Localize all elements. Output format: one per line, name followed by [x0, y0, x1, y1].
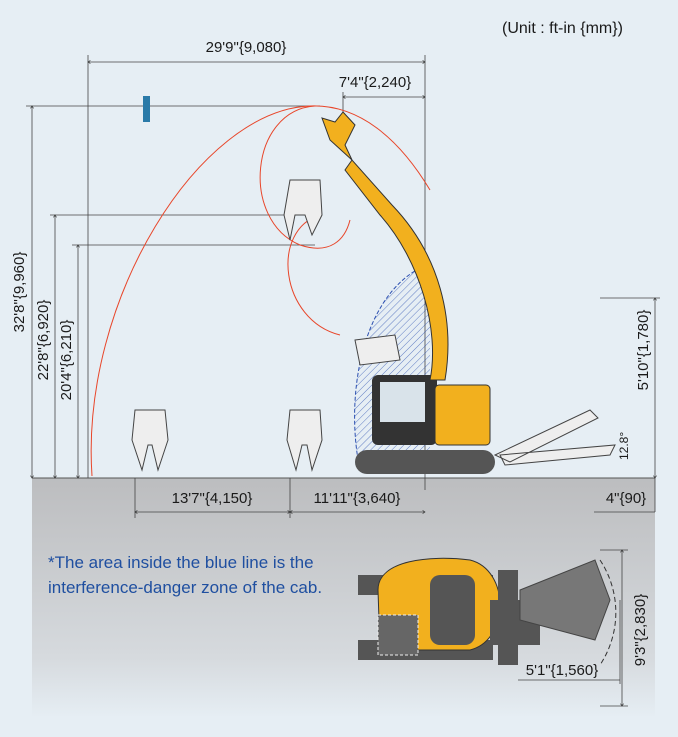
danger-zone-note: *The area inside the blue line is the in… [48, 553, 323, 597]
max-reach-label: 29'9"{9,080} [206, 39, 287, 56]
blade-length-label: 5'1"{1,560} [526, 662, 598, 679]
reach-2-label: 11'11"{3,640} [314, 490, 401, 507]
reach-arcs [90, 105, 431, 477]
excavator-side-view [131, 111, 616, 474]
blade-angle-label: 12.8° [617, 432, 631, 460]
attachment-low-2 [286, 409, 323, 472]
danger-zone-line [354, 267, 421, 471]
overall-width-label: 9'3"{2,830} [632, 594, 649, 666]
reach-1-label: 13'7"{4,150} [172, 490, 253, 507]
max-height-label: 32'8"{9,960} [11, 252, 28, 333]
front-clearance-label: 7'4"{2,240} [339, 74, 411, 91]
blade-height-label: 5'10"{1,780} [635, 310, 652, 391]
height-3-label: 20'4"{6,210} [58, 320, 75, 401]
attachment-low-1 [131, 409, 169, 472]
blade-depth-label: 4"{90} [606, 490, 646, 507]
excavator-top-view [358, 557, 617, 666]
marker-bar [143, 96, 150, 122]
height-2-label: 22'8"{6,920} [35, 300, 52, 381]
unit-label: (Unit : ft-in {mm}) [502, 20, 623, 37]
dimension-lines [26, 55, 660, 706]
